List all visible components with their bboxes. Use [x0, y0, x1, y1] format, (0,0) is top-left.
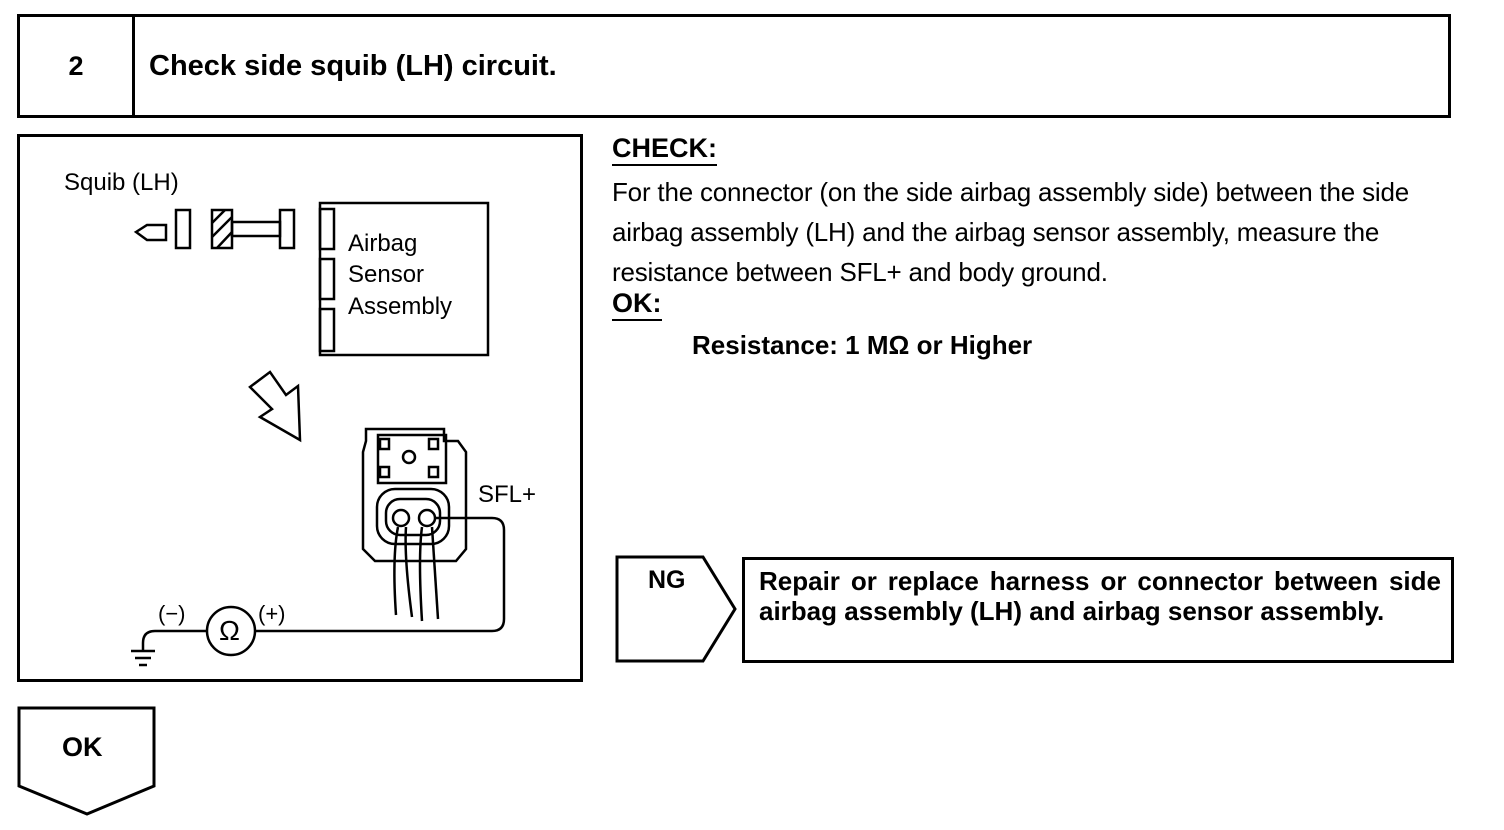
- terminal-sfl-label: SFL+: [478, 481, 537, 508]
- step-title: Check side squib (LH) circuit.: [149, 49, 557, 82]
- hollow-arrow: [248, 370, 302, 443]
- meter-negative-label: (−): [158, 601, 186, 626]
- meter-positive-label: (+): [258, 601, 286, 626]
- check-instructions: For the connector (on the side airbag as…: [612, 177, 1409, 287]
- meter-lead-positive: [256, 516, 506, 633]
- harness-segment: [230, 220, 282, 238]
- ok-branch-label: OK: [62, 732, 103, 762]
- step-header: 2 Check side squib (LH) circuit.: [17, 14, 1451, 118]
- sensor-label-line1: Airbag: [348, 230, 418, 257]
- squib-label: Squib (LH): [64, 169, 179, 196]
- connector-housing: [361, 427, 468, 563]
- step-number: 2: [20, 17, 135, 115]
- ng-branch-tag: [615, 555, 737, 663]
- sensor-side-connector: [278, 208, 296, 250]
- meter-lead-negative: [141, 629, 207, 651]
- sensor-label-line2: Sensor: [348, 261, 425, 288]
- resistance-spec: Resistance: 1 MΩ or Higher: [692, 330, 1033, 360]
- ng-action-box: Repair or replace harness or connector b…: [742, 557, 1454, 663]
- squib-connector-half: [174, 208, 192, 250]
- ok-heading: OK:: [612, 289, 662, 322]
- check-heading: CHECK:: [612, 134, 717, 167]
- sensor-label-line3: Assembly: [348, 293, 453, 320]
- ng-label: NG: [648, 566, 686, 594]
- ok-branch-tag: [17, 706, 156, 816]
- squib-plug: [133, 223, 168, 242]
- ohm-symbol: Ω: [219, 615, 240, 646]
- diagram-drawing: [131, 201, 506, 667]
- connector-diagram: Squib (LH) Airbag Sensor Assembly SFL+ (…: [17, 134, 583, 682]
